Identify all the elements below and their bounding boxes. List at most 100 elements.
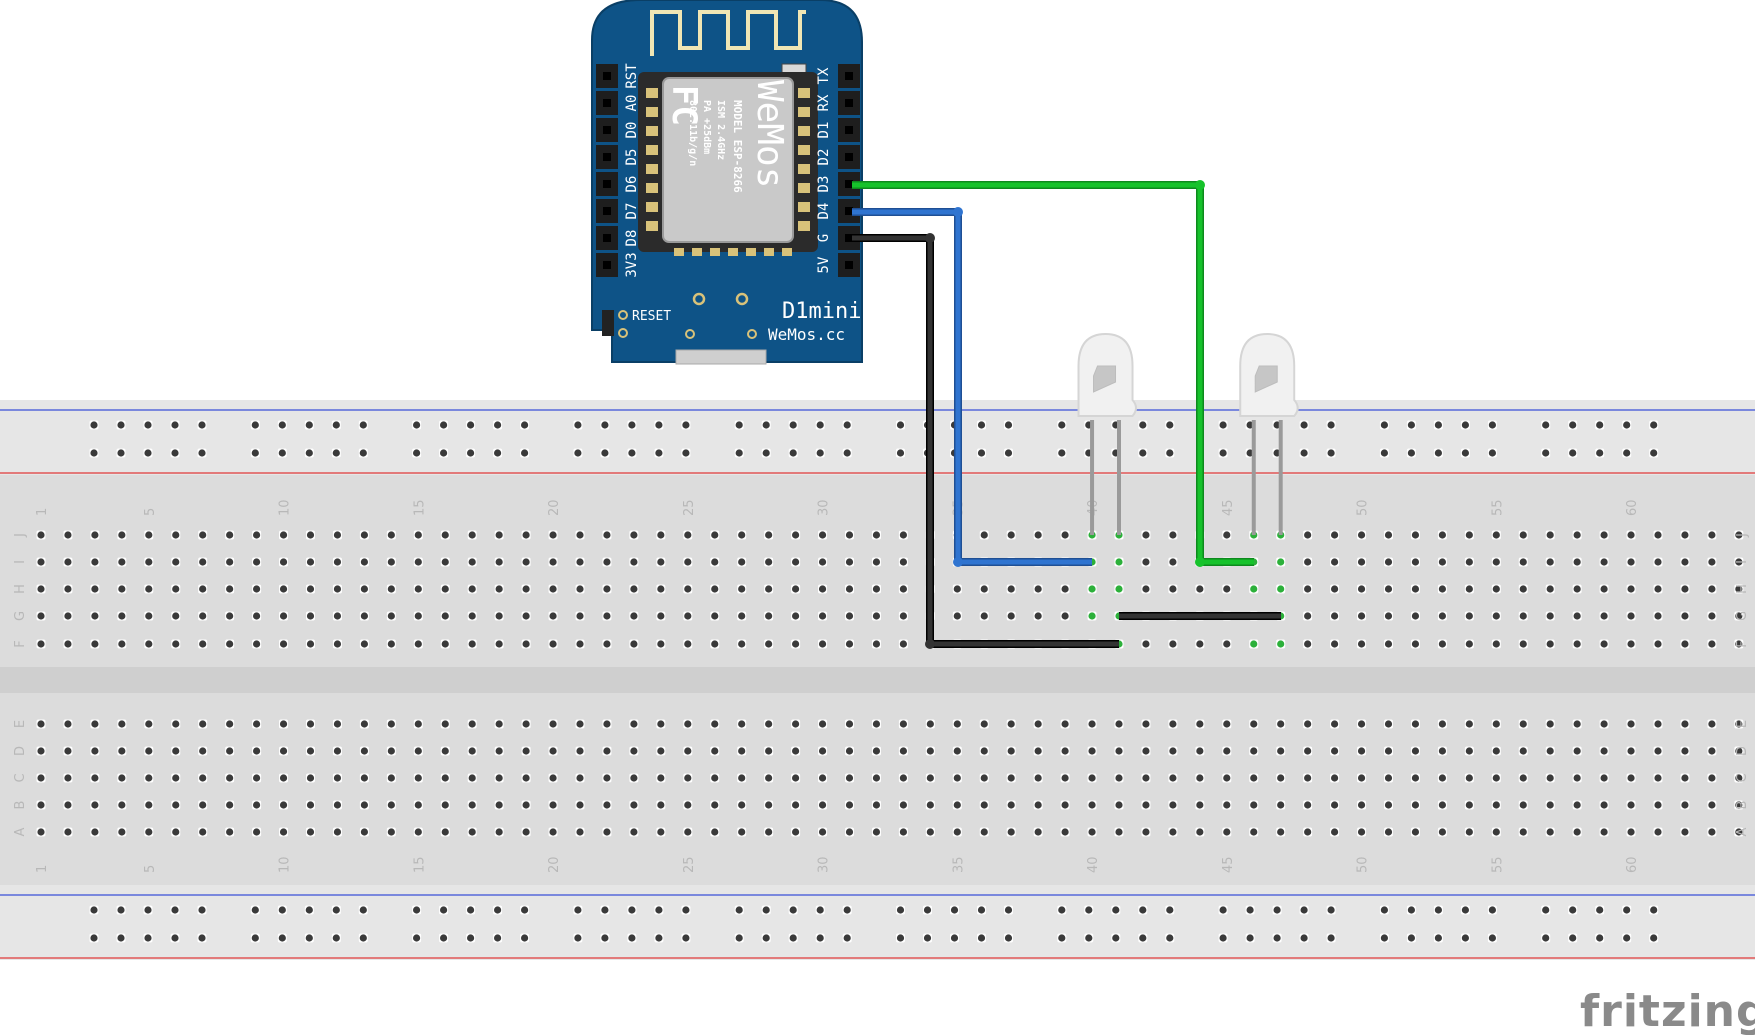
breadboard-hole: [90, 934, 98, 942]
breadboard-hole: [1492, 531, 1500, 539]
breadboard-hole: [64, 531, 72, 539]
breadboard-hole: [172, 531, 180, 539]
breadboard-hole: [1384, 531, 1393, 539]
breadboard-hole: [1007, 828, 1015, 836]
breadboard-hole: [279, 585, 288, 593]
breadboard-hole: [118, 558, 126, 566]
breadboard-hole: [1304, 801, 1312, 809]
column-label: 40: [1086, 856, 1101, 873]
breadboard-hole: [601, 934, 609, 942]
breadboard-hole: [1223, 828, 1231, 836]
breadboard-hole: [818, 747, 827, 755]
breadboard-hole: [684, 828, 692, 836]
breadboard-hole: [1573, 612, 1581, 620]
breadboard-hole: [1250, 774, 1258, 782]
breadboard-hole: [950, 934, 959, 942]
breadboard-hole: [628, 934, 636, 942]
breadboard-hole: [1273, 906, 1281, 914]
breadboard-hole: [1573, 558, 1581, 566]
breadboard-hole: [977, 449, 986, 457]
breadboard-hole: [1246, 934, 1254, 942]
breadboard-hole: [1384, 774, 1393, 782]
column-label: 50: [1356, 499, 1371, 516]
breadboard-hole: [1411, 640, 1420, 648]
breadboard-hole: [1058, 934, 1066, 942]
row-label: B: [1735, 801, 1750, 810]
breadboard-hole: [199, 720, 207, 728]
breadboard-hole: [1654, 828, 1662, 836]
breadboard-hole: [1004, 934, 1013, 942]
breadboard-hole: [845, 774, 854, 782]
breadboard-hole: [630, 531, 638, 539]
breadboard-hole: [91, 558, 99, 566]
breadboard-hole: [413, 449, 421, 457]
breadboard-hole: [360, 558, 368, 566]
column-label: 60: [1625, 856, 1640, 873]
breadboard-hole: [64, 720, 72, 728]
breadboard-hole: [926, 720, 934, 728]
breadboard-hole: [792, 801, 800, 809]
breadboard-hole: [576, 612, 584, 620]
breadboard-hole: [251, 421, 259, 429]
breadboard-hole: [1434, 449, 1442, 457]
breadboard-hole: [1034, 747, 1042, 755]
row-label: F: [13, 640, 28, 647]
breadboard-hole: [279, 640, 288, 648]
row-label: G: [13, 611, 28, 621]
breadboard-hole: [1681, 801, 1689, 809]
breadboard-hole: [198, 421, 206, 429]
breadboard-hole: [1034, 720, 1042, 728]
breadboard-hole: [1300, 934, 1308, 942]
breadboard-hole: [1327, 906, 1335, 914]
breadboard-hole: [37, 720, 45, 728]
breadboard-hole: [37, 801, 45, 809]
breadboard-hole: [117, 449, 125, 457]
breadboard-hole: [1007, 774, 1015, 782]
breadboard-hole: [792, 720, 800, 728]
breadboard-hole: [1600, 640, 1608, 648]
breadboard-hole: [1142, 801, 1150, 809]
breadboard-hole: [1196, 774, 1204, 782]
module-pad: [710, 248, 720, 256]
breadboard-hole: [1088, 828, 1096, 836]
wire-end: [1195, 180, 1205, 190]
breadboard-hole: [199, 801, 207, 809]
breadboard-hole: [789, 906, 797, 914]
header-hole: [845, 153, 853, 161]
breadboard-hole: [549, 774, 557, 782]
breadboard-hole: [521, 421, 529, 429]
breadboard-hole: [1169, 558, 1177, 566]
breadboard-hole: [91, 720, 99, 728]
breadboard-hole: [1007, 531, 1015, 539]
breadboard-hole: [603, 747, 611, 755]
breadboard-hole: [1219, 449, 1227, 457]
breadboard-hole: [360, 720, 368, 728]
breadboard-hole: [226, 774, 234, 782]
breadboard-hole: [1061, 612, 1069, 620]
column-label: 15: [412, 499, 427, 516]
breadboard-hole: [1169, 747, 1177, 755]
module-pad: [798, 126, 810, 136]
breadboard-hole: [576, 531, 584, 539]
breadboard-hole: [1654, 774, 1662, 782]
breadboard-hole: [172, 612, 180, 620]
breadboard-hole: [521, 449, 529, 457]
breadboard-hole: [91, 531, 99, 539]
breadboard-hole: [735, 421, 743, 429]
breadboard-hole: [253, 720, 261, 728]
breadboard-hole: [1169, 801, 1177, 809]
breadboard-hole: [1627, 640, 1635, 648]
breadboard-hole: [603, 828, 611, 836]
breadboard-hole: [765, 774, 773, 782]
breadboard-hole: [657, 801, 665, 809]
breadboard-hole: [1112, 906, 1120, 914]
breadboard-hole: [1169, 774, 1177, 782]
breadboard-hole: [872, 720, 881, 728]
row-label: A: [1735, 827, 1750, 836]
module-pad: [646, 145, 658, 155]
breadboard-hole: [1407, 906, 1415, 914]
breadboard-hole: [414, 720, 422, 728]
breadboard-hole: [1061, 747, 1069, 755]
breadboard-hole: [37, 531, 45, 539]
